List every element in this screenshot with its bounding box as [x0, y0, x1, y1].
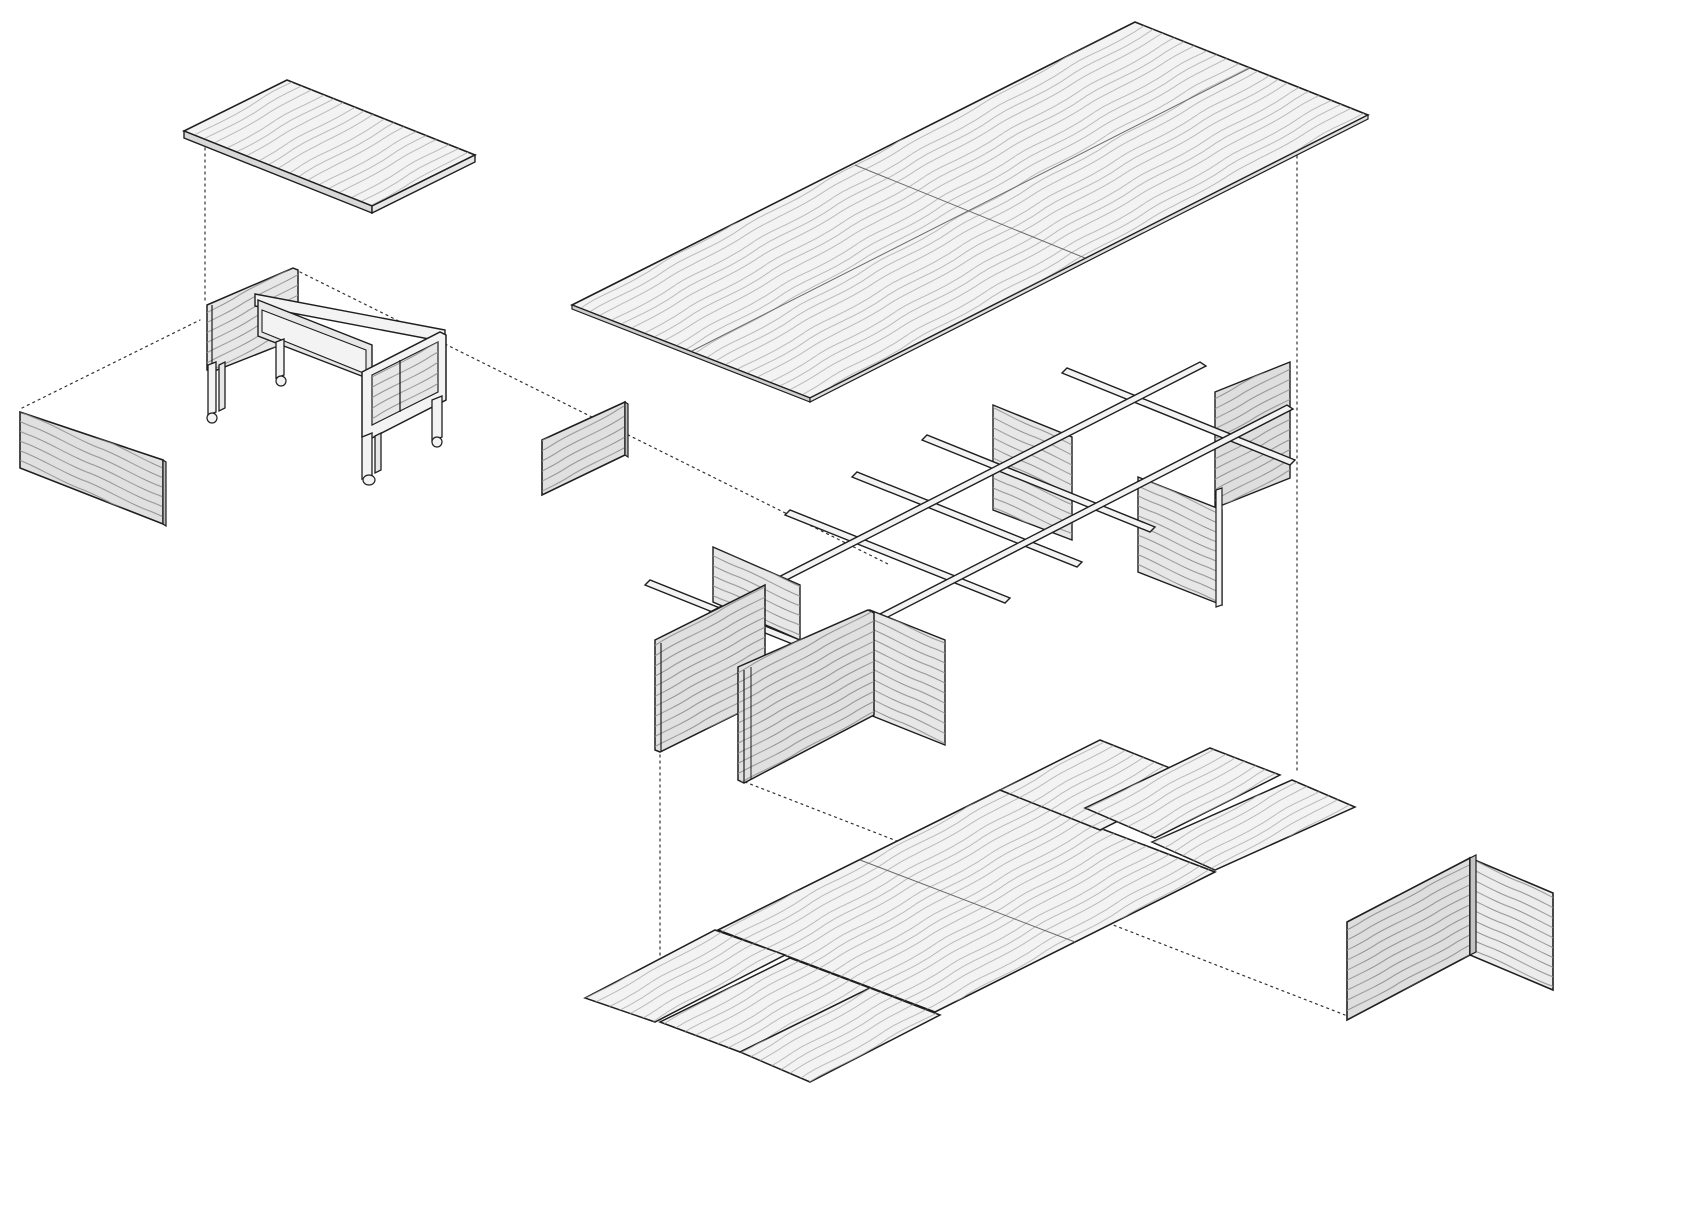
corner-l-panel — [1346, 854, 1554, 1022]
small-cart-frame — [206, 267, 447, 486]
small-tabletop — [182, 79, 477, 215]
large-table-frame — [643, 360, 1297, 784]
loose-side-panel-long — [19, 410, 167, 528]
alignment-line-frame-bottom — [744, 781, 1346, 1016]
exploded-furniture-diagram — [19, 21, 1554, 1083]
alignment-line-left-panel — [21, 319, 201, 409]
base-panels — [583, 739, 1357, 1083]
loose-side-panel-short — [541, 400, 629, 497]
large-tabletop — [570, 21, 1370, 403]
diagram-canvas — [19, 21, 1554, 1083]
